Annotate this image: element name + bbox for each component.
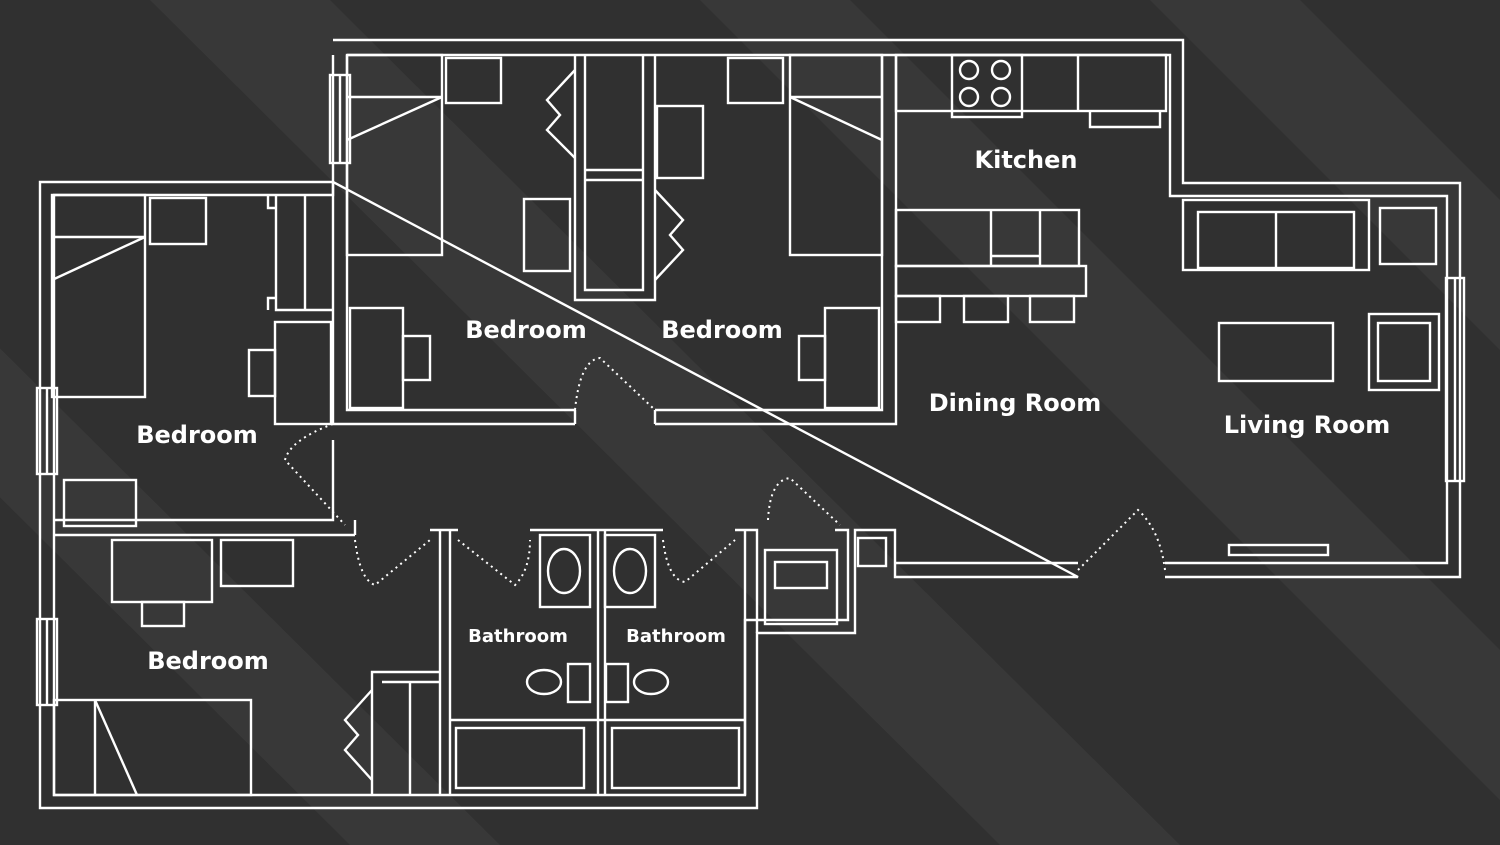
- label-bathroom-left: Bathroom: [468, 626, 568, 647]
- label-bathroom-right: Bathroom: [626, 626, 726, 647]
- label-dining-room: Dining Room: [929, 389, 1102, 417]
- label-bedroom-bottom: Bedroom: [147, 647, 269, 675]
- windows: [35, 73, 1466, 707]
- door-swings: [283, 356, 1166, 587]
- label-bedroom-top-left: Bedroom: [465, 316, 587, 344]
- label-living-room: Living Room: [1224, 411, 1390, 439]
- label-bedroom-top-right: Bedroom: [661, 316, 783, 344]
- furniture: [50, 53, 1441, 797]
- label-bedroom-left: Bedroom: [136, 421, 258, 449]
- label-kitchen: Kitchen: [975, 146, 1078, 174]
- room-labels: Kitchen Dining Room Living Room Bedroom …: [136, 146, 1390, 675]
